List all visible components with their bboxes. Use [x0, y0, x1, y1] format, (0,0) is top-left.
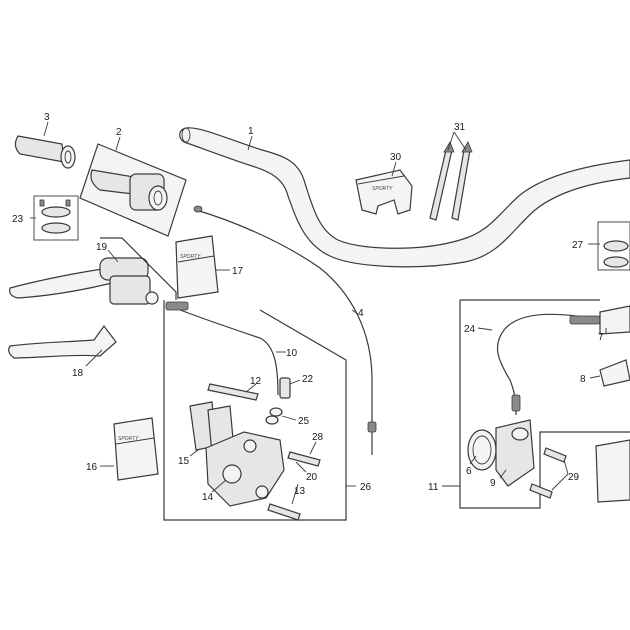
handlebar-pad: SPORTY	[355, 169, 413, 215]
label-part-20: 20	[306, 472, 318, 483]
label-part-16: 16	[86, 462, 98, 473]
label-part-29: 29	[568, 472, 580, 483]
clutch-slave-cylinder	[467, 419, 535, 487]
banjo-fitting	[265, 377, 291, 425]
throttle-cable	[193, 205, 377, 455]
sticker-top: SPORTY	[175, 235, 219, 299]
pad-brand-text: SPORTY	[372, 186, 393, 192]
label-part-11: 11	[428, 482, 439, 493]
label-part-2: 2	[116, 127, 122, 138]
part-number-labels: 1 2 3 4 6 7 8 9 10 11 12 13 14 15 16 17 …	[12, 112, 604, 503]
label-part-15: 15	[178, 456, 190, 467]
label-part-8: 8	[580, 374, 586, 385]
cable-ties	[429, 141, 473, 221]
brake-group-frame	[100, 237, 347, 521]
caliper-bolts	[267, 451, 321, 521]
handlebar	[179, 127, 630, 268]
label-part-1: 1	[248, 126, 254, 137]
leader-lines	[30, 121, 607, 505]
label-part-18: 18	[72, 368, 84, 379]
label-part-31: 31	[454, 122, 466, 133]
brake-master-cylinder	[9, 257, 159, 305]
clamp-set-right	[597, 221, 630, 271]
grip	[14, 135, 76, 169]
sticker-top-brand: SPORTY	[180, 254, 201, 260]
clamp-set-left	[33, 195, 79, 241]
sticker-bottom: SPORTY	[113, 417, 159, 481]
sticker-right	[595, 439, 630, 503]
bracket	[599, 359, 630, 387]
label-part-30: 30	[390, 152, 402, 163]
label-part-22: 22	[302, 374, 314, 385]
throttle-assembly	[79, 143, 187, 237]
brake-caliper	[205, 431, 285, 507]
label-part-23: 23	[12, 214, 24, 225]
label-part-25: 25	[298, 416, 310, 427]
label-part-28: 28	[312, 432, 324, 443]
sticker-bottom-brand: SPORTY	[118, 436, 139, 442]
label-part-12: 12	[250, 376, 262, 387]
clutch-cable	[496, 305, 630, 416]
spare-lever	[8, 324, 117, 359]
label-part-26: 26	[360, 482, 372, 493]
label-part-14: 14	[202, 492, 214, 503]
label-part-19: 19	[96, 242, 108, 253]
clutch-group-frame	[459, 299, 630, 509]
label-part-27: 27	[572, 240, 584, 251]
label-part-3: 3	[44, 112, 50, 123]
label-part-7: 7	[598, 332, 604, 343]
label-part-9: 9	[490, 478, 496, 489]
label-part-4: 4	[358, 308, 364, 319]
bolts-right	[529, 447, 567, 499]
label-part-17: 17	[232, 266, 244, 277]
label-part-6: 6	[466, 466, 472, 477]
pad-pin	[207, 383, 259, 401]
label-part-13: 13	[294, 486, 306, 497]
label-part-10: 10	[286, 348, 298, 359]
label-part-24: 24	[464, 324, 476, 335]
brake-hose	[165, 301, 279, 396]
